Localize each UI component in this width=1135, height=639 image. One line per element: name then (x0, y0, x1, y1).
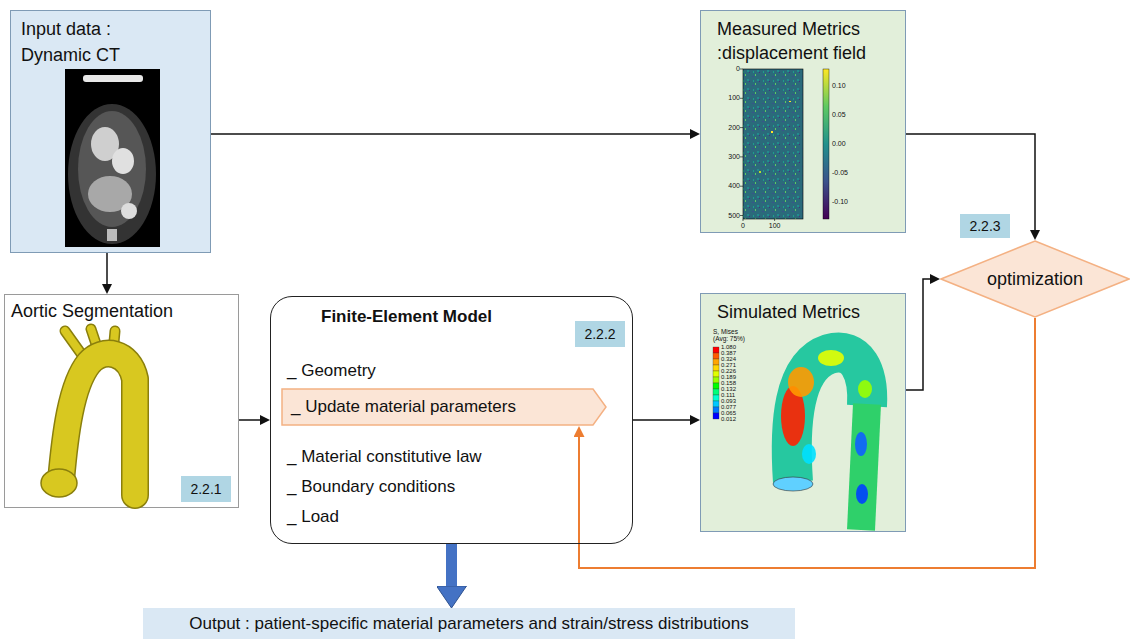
connector-arrow (211, 133, 690, 135)
metrics-box: Measured Metrics:displacement field01002… (700, 10, 906, 233)
output-box: Output : patient-specific material param… (143, 608, 795, 639)
legend-value: 0.189 (721, 374, 736, 380)
parameter-box: _ Update material parameters (281, 388, 607, 426)
connector-arrow (106, 253, 108, 284)
colorbar-tick: -0.10 (832, 198, 848, 205)
axis-tick: 500 (728, 212, 740, 219)
node-text: Finite-Element Model (321, 307, 492, 327)
axis-tick: 300 (728, 153, 740, 160)
axis-tick: 0 (741, 222, 745, 229)
model-box: Finite-Element Model _ Geometry _ Material… (270, 296, 633, 544)
legend-value: 1.080 (721, 344, 736, 350)
colorbar-tick: 0.05 (832, 111, 846, 118)
legend-value: 0.226 (721, 368, 736, 374)
legend-value: 0.093 (721, 398, 736, 404)
section-badge: 2.2.2 (575, 321, 625, 347)
decision-diamond: optimization (940, 240, 1130, 318)
connector-arrow (633, 419, 690, 421)
legend-value: 0.012 (721, 416, 736, 422)
node-text: _ Load (287, 507, 339, 527)
legend-title: (Avg: 75%) (713, 336, 745, 343)
axis-tick: 0 (736, 65, 740, 72)
node-text: _ Material constitutive law (287, 447, 482, 467)
section-badge: 2.2.1 (181, 476, 231, 502)
axis-tick: 100 (769, 222, 781, 229)
axis-tick: 100 (728, 94, 740, 101)
node-text: Aortic Segmentation (11, 301, 173, 322)
legend-value: 0.065 (721, 410, 736, 416)
legend-value: 0.077 (721, 404, 736, 410)
legend-value: 0.111 (721, 392, 735, 398)
node-text: _ Geometry (287, 361, 376, 381)
colorbar-tick: 0.10 (832, 82, 846, 89)
ct-image (65, 69, 160, 247)
connector-arrow (446, 544, 457, 586)
axis-tick: 400 (728, 182, 740, 189)
section-badge: 2.2.3 (960, 214, 1010, 238)
legend-value: 0.158 (721, 380, 736, 386)
node-text: 2.2.2 (584, 326, 615, 342)
connector-arrow (239, 419, 260, 421)
node-text: _ Boundary conditions (287, 477, 455, 497)
legend-value: 0.387 (721, 350, 736, 356)
legend-title: S, Mises (713, 329, 738, 336)
legend-value: 0.324 (721, 356, 736, 362)
node-text: :displacement field (717, 43, 866, 64)
legend-value: 0.271 (721, 362, 736, 368)
colorbar-tick: -0.05 (832, 169, 848, 176)
node-text: Simulated Metrics (717, 302, 860, 323)
node-text: _ Update material parameters (291, 397, 516, 417)
node-text: Dynamic CT (21, 45, 120, 66)
node-text: 2.2.1 (190, 481, 221, 497)
node-text: Input data : (21, 19, 111, 40)
node-text: Output : patient-specific material param… (189, 614, 748, 634)
input-box: Input data : Dynamic CT (10, 10, 211, 253)
metrics-box: Simulated Metrics S, Mises(Avg: 75%)1.080… (700, 293, 906, 532)
node-text: optimization (987, 269, 1083, 290)
axis-tick: 200 (728, 124, 740, 131)
legend-value: 0.132 (721, 386, 736, 392)
colorbar-tick: 0.00 (832, 140, 846, 147)
node-text: 2.2.3 (969, 218, 1000, 234)
segmentation-box: Aortic Segmentation 2.2.1 (4, 294, 239, 508)
node-text: Measured Metrics (717, 19, 860, 40)
connector-arrow (906, 279, 930, 390)
